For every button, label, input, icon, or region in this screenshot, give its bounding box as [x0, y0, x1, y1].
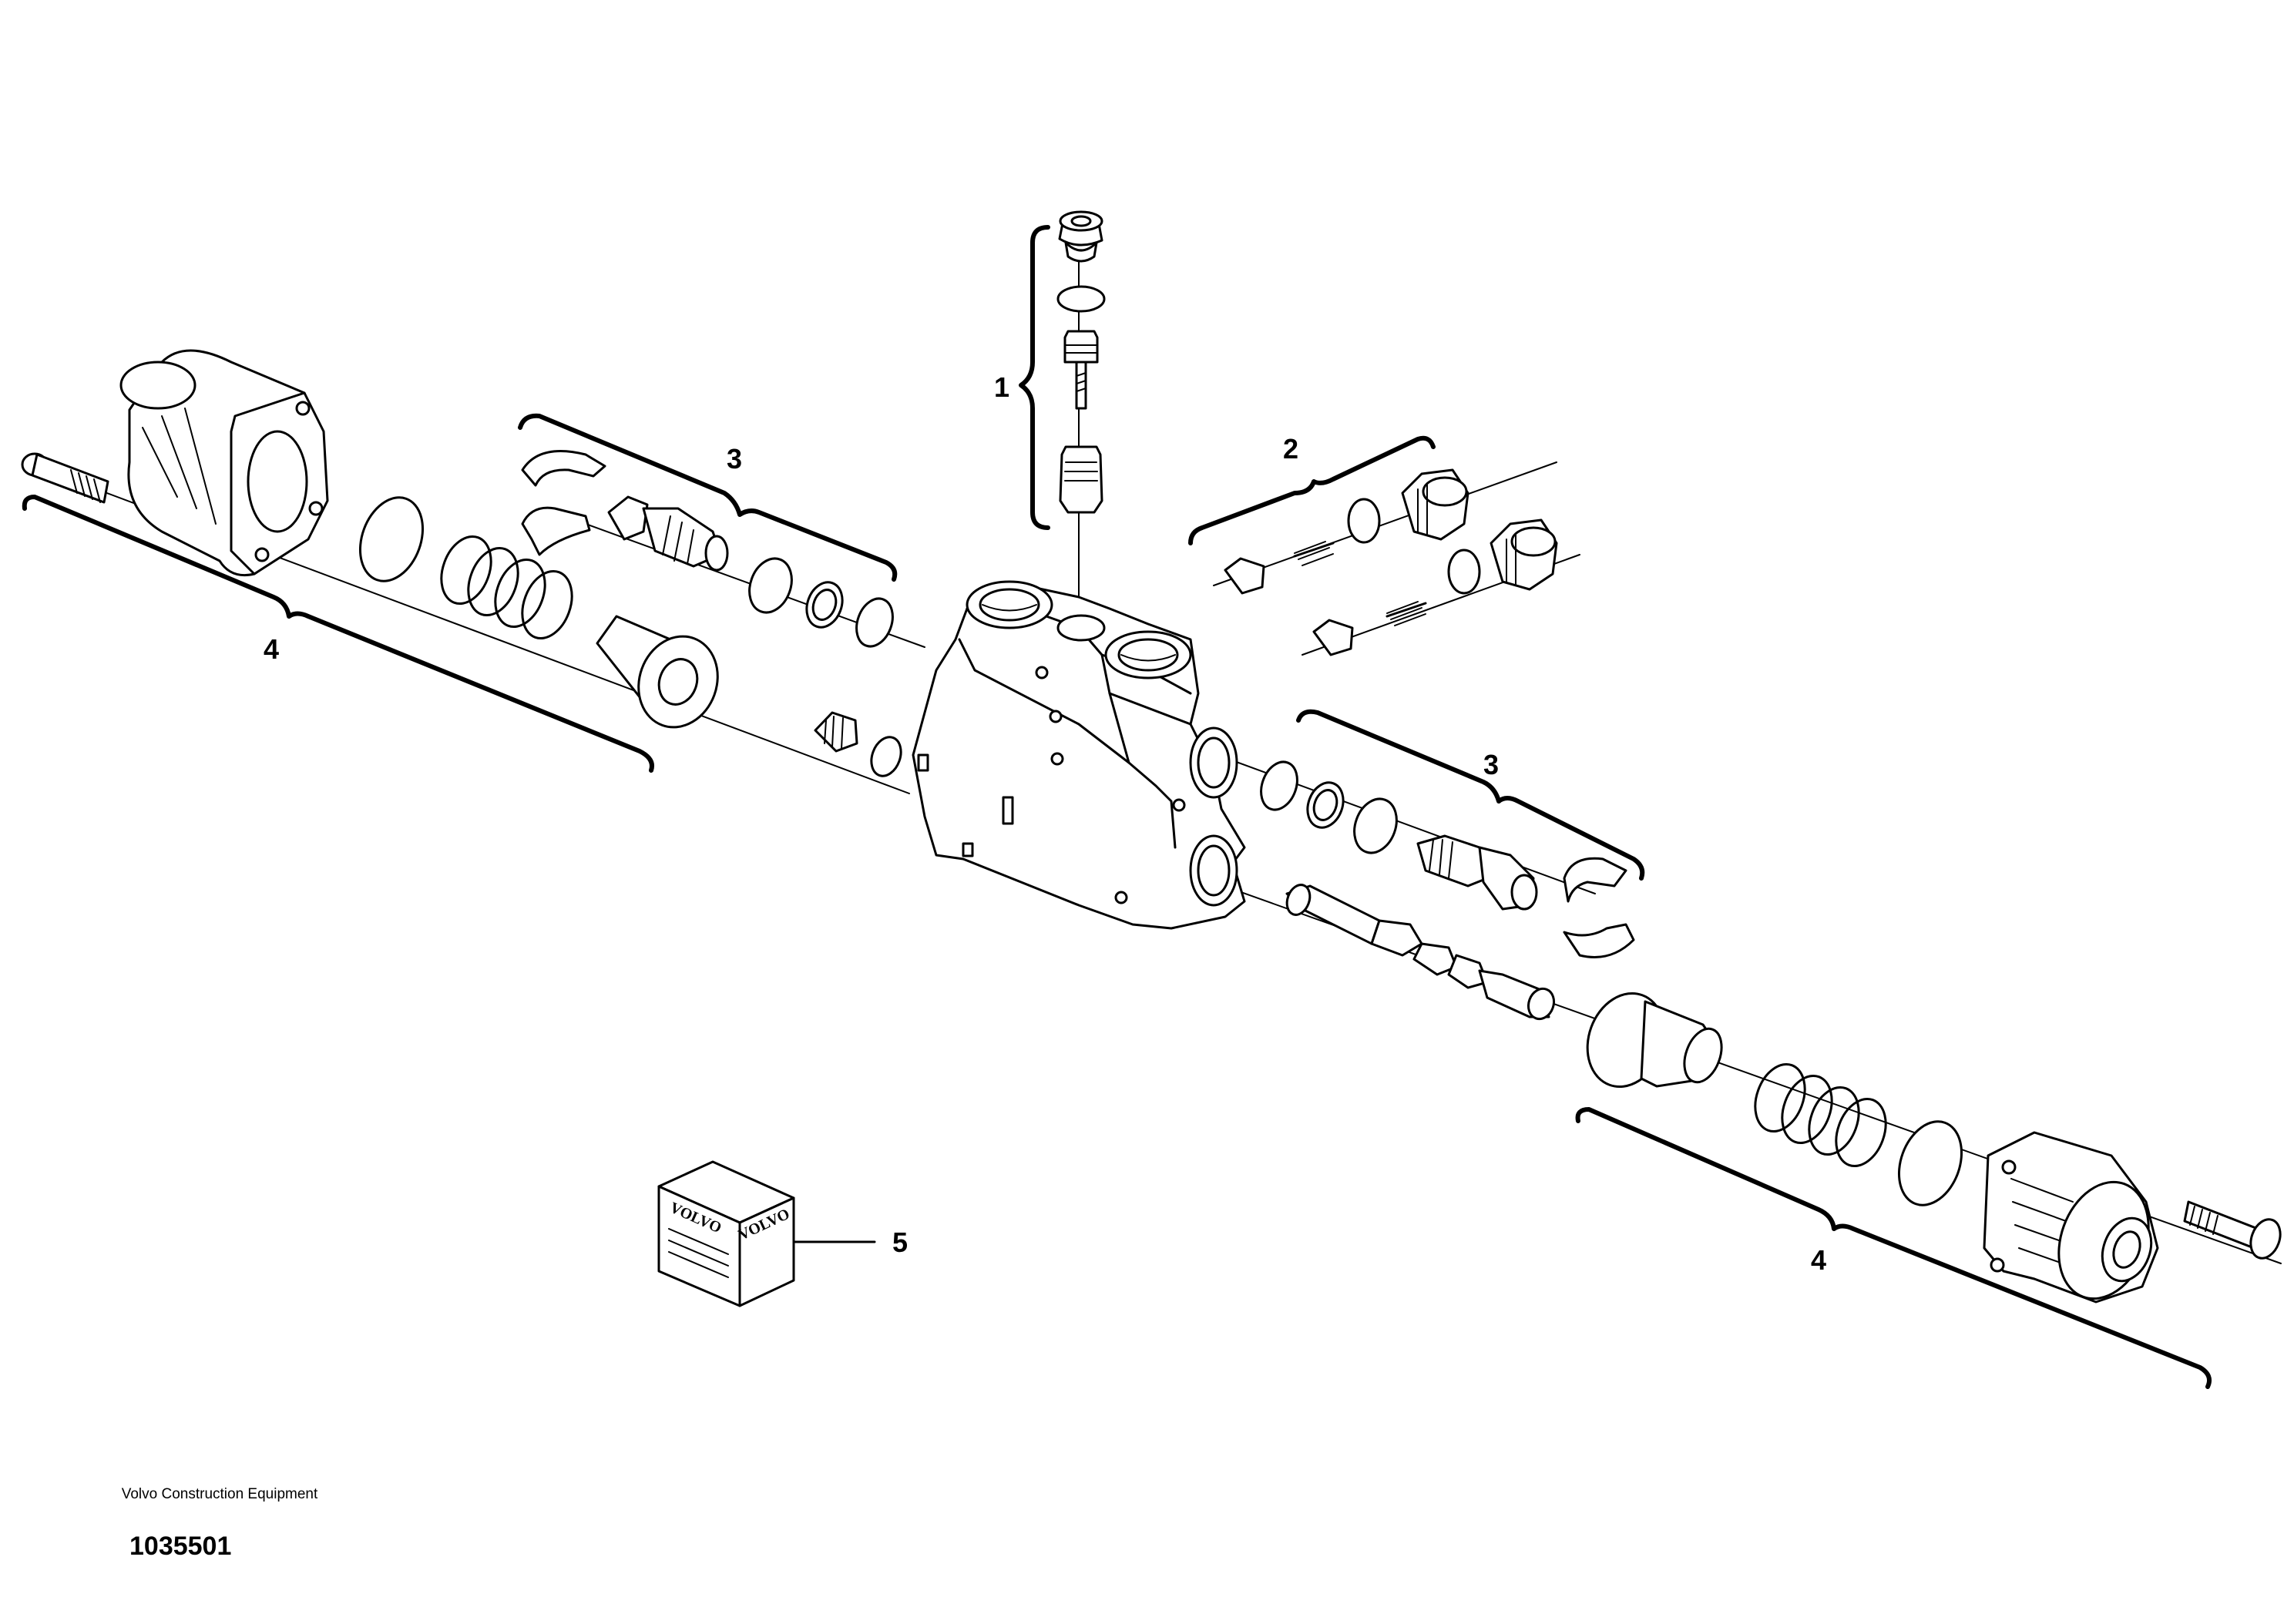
bracket-3-lower: [1296, 709, 1645, 881]
check-valve-lower: [1312, 518, 1558, 656]
lower-right-seals: [1260, 760, 1398, 854]
spool: [1285, 884, 1556, 1021]
callout-4-left: 4: [264, 633, 280, 665]
bracket-2: [1188, 435, 1436, 545]
callout-3-lower: 3: [1483, 749, 1500, 780]
upper-left-seals: [748, 557, 894, 648]
left-cover-oring: [358, 496, 425, 582]
lower-right-cap-clip: [1563, 857, 1635, 958]
bracket-1: [1019, 225, 1050, 530]
callout-4-right: 4: [1811, 1244, 1827, 1276]
left-spring-seat: [596, 615, 719, 729]
bracket-3-upper: [518, 413, 898, 582]
right-spring-seat: [1586, 992, 1723, 1089]
left-end-cover: [119, 349, 329, 577]
bracket-4-right: [1575, 1107, 2212, 1389]
right-spring: [1754, 1062, 1887, 1168]
left-check-plug: [814, 711, 902, 777]
callout-2: 2: [1283, 433, 1299, 465]
bracket-4-left: [22, 495, 654, 773]
right-bolt: [2183, 1200, 2282, 1260]
kit-box: VOLVO VOLVO: [657, 1160, 795, 1307]
upper-left-cap-clip: [521, 450, 606, 556]
callout-brackets: [22, 225, 2212, 1389]
right-end-cover: [1983, 1131, 2159, 1304]
check-valve-upper: [1224, 468, 1469, 595]
drawing-number: 1035501: [129, 1532, 232, 1561]
top-plug-assembly: [1056, 210, 1106, 514]
left-spring: [440, 535, 573, 640]
callout-5: 5: [892, 1226, 909, 1258]
valve-body: [912, 580, 1246, 930]
company-name: Volvo Construction Equipment: [121, 1486, 318, 1502]
callout-1: 1: [994, 371, 1010, 403]
left-bolt: [21, 452, 109, 504]
right-cover-oring: [1897, 1120, 1963, 1206]
callout-3-upper: 3: [727, 443, 743, 475]
upper-left-relief-valve: [607, 495, 729, 572]
lower-right-relief-valve: [1416, 834, 1538, 911]
